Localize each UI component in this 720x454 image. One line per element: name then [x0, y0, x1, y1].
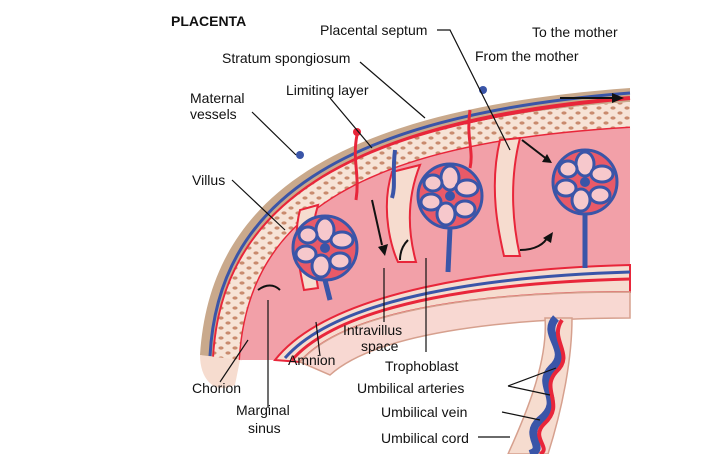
flow-arrow-2: [399, 239, 409, 261]
label-stratum-spongiosum: Stratum spongiosum: [222, 50, 351, 66]
intervillous-region: [240, 128, 630, 360]
from-mother-arrow: [574, 83, 601, 87]
label-sinus: sinus: [248, 420, 281, 436]
spiral-artery-2: [467, 109, 473, 169]
from-mother-arrowhead: [568, 81, 578, 91]
label-amnion: Amnion: [288, 352, 336, 368]
leader-lines: [219, 29, 557, 438]
label-umbilical-cord: Umbilical cord: [381, 430, 469, 446]
umbilical-vein-coil: [528, 315, 563, 454]
label-intravillus: Intravillus: [343, 322, 403, 338]
chorionic-artery: [290, 277, 631, 361]
spiral-vein-1: [390, 149, 397, 199]
leader-umbilical-arteries-1: [507, 367, 557, 387]
label-limiting-layer: Limiting layer: [286, 82, 369, 98]
flow-arrowhead-3: [543, 232, 553, 243]
label-umbilical-arteries: Umbilical arteries: [357, 380, 465, 396]
chorion-layer: [200, 355, 240, 389]
chorionic-vein: [283, 270, 631, 359]
villus-tree-3: [551, 148, 619, 216]
label-chorion: Chorion: [192, 380, 242, 396]
leader-umbilical-arteries-2: [507, 385, 551, 396]
leader-placental-septum: [437, 29, 511, 151]
flow-arrow-5: [257, 284, 281, 291]
label-trophoblast: Trophoblast: [385, 358, 459, 374]
flow-arrow-1: [371, 199, 383, 246]
label-placental-septum: Placental septum: [320, 22, 428, 38]
flow-arrow-4: [521, 139, 549, 161]
label-from-the-mother: From the mother: [475, 48, 579, 64]
label-umbilical-vein: Umbilical vein: [381, 404, 468, 420]
label-to-the-mother: To the mother: [532, 24, 618, 40]
label-space: space: [361, 338, 399, 354]
leader-villus: [231, 179, 286, 231]
maternal-vein: [208, 91, 631, 357]
label-maternal: Maternal: [190, 90, 245, 106]
spiral-artery-1: [353, 134, 359, 201]
label-marginal: Marginal: [236, 402, 290, 418]
villus-tree-2: [416, 162, 484, 230]
to-mother-arrowhead: [612, 93, 624, 103]
leader-stratum-spongiosum: [359, 61, 426, 119]
stratum-spongiosum-layer: [214, 102, 630, 360]
label-vessels: vessels: [190, 106, 237, 122]
leader-umbilical-vein: [501, 411, 541, 421]
leader-chorion: [219, 339, 249, 383]
diagram-title: PLACENTA: [171, 13, 247, 29]
vessel-dot-1: [296, 151, 304, 159]
villus-stem-1: [322, 279, 333, 301]
flow-arrowhead-1: [378, 244, 388, 256]
leader-maternal-vessels: [251, 111, 297, 156]
leader-limiting-layer: [329, 97, 373, 149]
label-villus: Villus: [192, 172, 226, 188]
leader-amnion: [315, 321, 321, 357]
flow-arrowhead-4: [542, 154, 552, 163]
villus-stem-2: [445, 227, 453, 273]
vessel-dot-3: [353, 128, 361, 136]
umbilical-artery-coil: [537, 318, 566, 454]
villus-tree-1: [291, 214, 359, 282]
septum-2: [493, 136, 522, 257]
amnion-layer: [298, 291, 631, 376]
